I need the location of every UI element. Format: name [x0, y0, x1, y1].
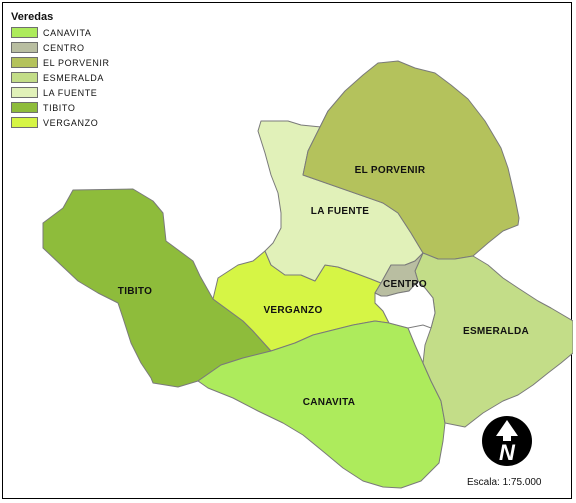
- urban-area: [374, 280, 436, 329]
- legend-item: EL PORVENIR: [11, 55, 110, 70]
- legend-label: EL PORVENIR: [43, 57, 110, 68]
- label-la-fuente: LA FUENTE: [311, 206, 369, 217]
- legend-swatch: [11, 42, 38, 53]
- legend-item: VERGANZO: [11, 115, 110, 130]
- legend-label: LA FUENTE: [43, 87, 98, 98]
- legend-item: CANAVITA: [11, 25, 110, 40]
- label-tibito: TIBITO: [118, 286, 152, 297]
- label-centro: CENTRO: [383, 279, 427, 290]
- legend-swatch: [11, 72, 38, 83]
- north-letter: N: [499, 440, 516, 465]
- label-verganzo: VERGANZO: [263, 305, 322, 316]
- label-canavita: CANAVITA: [303, 397, 356, 408]
- region-tibito[interactable]: [42, 188, 272, 388]
- legend-swatch: [11, 27, 38, 38]
- legend-swatch: [11, 87, 38, 98]
- legend-swatch: [11, 102, 38, 113]
- legend-title: Veredas: [11, 11, 54, 23]
- map-frame: TIBITO VERGANZO CANAVITA LA FUENTE EL PO…: [2, 2, 573, 499]
- north-arrow-icon: N: [482, 416, 532, 466]
- veredas-map: TIBITO VERGANZO CANAVITA LA FUENTE EL PO…: [42, 60, 573, 489]
- legend-label: ESMERALDA: [43, 72, 104, 83]
- legend-swatch: [11, 57, 38, 68]
- legend-label: TIBITO: [43, 102, 76, 113]
- label-esmeralda: ESMERALDA: [463, 326, 529, 337]
- legend-label: CENTRO: [43, 42, 85, 53]
- legend-label: CANAVITA: [43, 27, 92, 38]
- legend: Veredas CANAVITA CENTRO EL PORVENIR ESME…: [11, 11, 110, 130]
- legend-item: TIBITO: [11, 100, 110, 115]
- legend-item: CENTRO: [11, 40, 110, 55]
- legend-item: LA FUENTE: [11, 85, 110, 100]
- legend-label: VERGANZO: [43, 117, 99, 128]
- legend-swatch: [11, 117, 38, 128]
- legend-item: ESMERALDA: [11, 70, 110, 85]
- label-el-porvenir: EL PORVENIR: [355, 165, 426, 176]
- region-el-porvenir[interactable]: [302, 60, 520, 260]
- scale-text: Escala: 1:75.000: [467, 477, 542, 488]
